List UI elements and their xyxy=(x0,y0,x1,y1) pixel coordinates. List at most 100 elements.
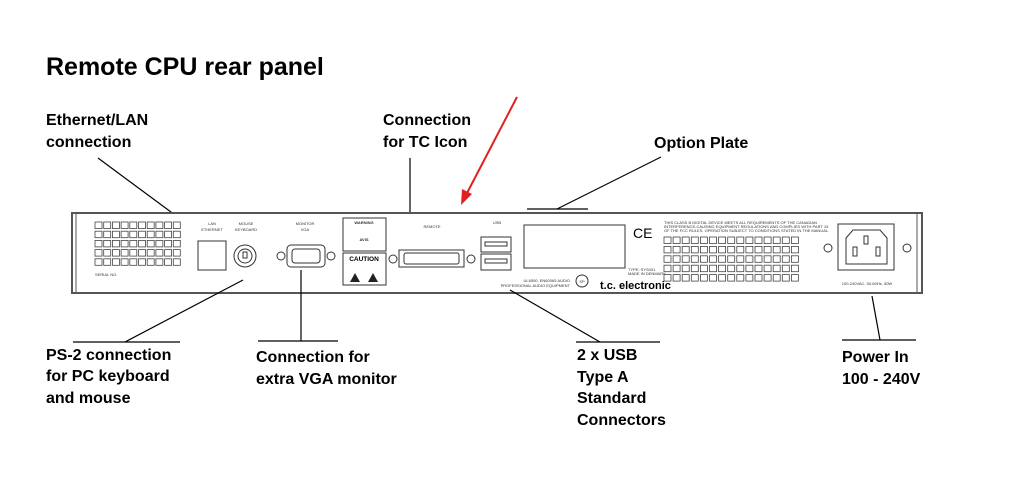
vent-slot xyxy=(681,255,690,263)
vent-grid-right xyxy=(663,236,799,282)
callout-text: Ethernet/LAN xyxy=(46,112,148,129)
vent-slot xyxy=(754,274,763,282)
vent-slot xyxy=(736,264,745,273)
vent-slot xyxy=(772,264,781,273)
vent-slot xyxy=(772,245,781,254)
page-title: Remote CPU rear panel xyxy=(46,53,324,81)
vent-slot xyxy=(103,258,112,266)
vent-slot xyxy=(690,264,699,273)
vent-slot xyxy=(772,274,781,282)
vent-slot xyxy=(120,249,129,257)
callout-text: 2 x USB xyxy=(577,347,637,364)
vent-slot xyxy=(663,264,672,273)
vent-slot xyxy=(690,245,699,254)
vent-slot xyxy=(763,245,772,254)
vent-slot xyxy=(172,258,181,266)
vent-slot xyxy=(94,239,103,248)
vent-slot xyxy=(164,249,173,257)
ul-text: PROFESSIONAL AUDIO EQUIPMENT xyxy=(501,283,571,288)
vent-slot xyxy=(103,239,112,248)
vent-slot xyxy=(718,236,726,244)
compliance-text: INTERFERENCE-CAUSING EQUIPMENT REGULATIO… xyxy=(664,224,829,229)
vent-slot xyxy=(129,258,138,266)
svg-text:WARNING: WARNING xyxy=(354,220,373,225)
callout-option-plate: Option Plate xyxy=(527,135,748,210)
vent-slot xyxy=(681,274,690,282)
vent-slot xyxy=(718,245,726,254)
leader-line xyxy=(124,279,244,343)
vent-slot xyxy=(745,245,754,254)
vent-slot xyxy=(103,221,112,229)
mouse-label: KEYBOARD xyxy=(235,227,257,232)
vent-slot xyxy=(120,239,129,248)
vent-slot xyxy=(172,249,181,257)
vent-slot xyxy=(681,264,690,273)
vent-slot xyxy=(172,221,181,229)
vent-slot xyxy=(155,258,164,266)
vent-slot xyxy=(164,230,173,239)
monitor-label: VGA xyxy=(301,227,310,232)
mouse-label: MOUSE xyxy=(239,221,254,226)
vent-slot xyxy=(663,255,672,263)
vent-slot xyxy=(763,264,772,273)
vent-slot xyxy=(138,239,146,248)
svg-text:CAUTION: CAUTION xyxy=(349,256,379,263)
vent-slot xyxy=(745,264,754,273)
callout-text: and mouse xyxy=(46,390,131,407)
vent-slot xyxy=(781,236,790,244)
vent-slot xyxy=(700,245,708,254)
vent-slot xyxy=(146,258,155,266)
vent-slot xyxy=(129,230,138,239)
ul-text: UL6500, EN60065 AUDIO xyxy=(524,278,570,283)
vga-port xyxy=(276,244,336,268)
rear-panel: SERIAL NO. LAN ETHERNET MOUSE KEYBOARD M… xyxy=(71,212,923,294)
callout-usb: 2 x USB Type A Standard Connectors xyxy=(509,289,666,429)
power-inlet xyxy=(823,223,912,271)
vent-slot xyxy=(690,274,699,282)
vent-slot xyxy=(709,236,717,244)
usb-ports xyxy=(480,236,512,271)
vent-slot xyxy=(94,230,103,239)
ethernet-port xyxy=(197,240,227,271)
vent-slot xyxy=(718,264,726,273)
vent-slot xyxy=(112,230,120,239)
vent-slot xyxy=(681,236,690,244)
callout-text: extra VGA monitor xyxy=(256,371,397,388)
vent-slot xyxy=(736,255,745,263)
callout-text: Standard xyxy=(577,390,646,407)
vent-slot xyxy=(791,245,799,254)
vent-slot xyxy=(120,230,129,239)
leader-line xyxy=(509,289,601,343)
vent-slot xyxy=(700,255,708,263)
vent-slot xyxy=(700,274,708,282)
vent-slot xyxy=(791,255,799,263)
option-plate xyxy=(523,224,626,269)
vent-slot xyxy=(138,249,146,257)
vent-slot xyxy=(763,274,772,282)
vent-slot xyxy=(772,255,781,263)
vent-slot xyxy=(736,236,745,244)
vent-slot xyxy=(745,236,754,244)
callout-text: for TC Icon xyxy=(383,134,467,151)
callout-text: PS-2 connection xyxy=(46,347,171,364)
vent-slot xyxy=(745,255,754,263)
leader-line xyxy=(556,156,662,210)
vent-slot xyxy=(709,245,717,254)
vent-slot xyxy=(663,274,672,282)
callout-text: Power In xyxy=(842,349,909,366)
vent-slot xyxy=(129,249,138,257)
ce-mark: CE xyxy=(633,225,652,241)
vent-slot xyxy=(146,239,155,248)
vent-slot xyxy=(727,264,736,273)
vent-slot xyxy=(138,258,146,266)
vent-slot xyxy=(103,230,112,239)
compliance-text: THIS CLASS B DIGITAL DEVICE MEETS ALL RE… xyxy=(664,220,817,225)
vent-slot xyxy=(727,274,736,282)
callout-text: Connection xyxy=(383,112,471,129)
vent-slot xyxy=(754,255,763,263)
vent-slot xyxy=(172,239,181,248)
vent-slot xyxy=(138,221,146,229)
vent-slot xyxy=(672,236,681,244)
vent-slot xyxy=(164,239,173,248)
vent-slot xyxy=(727,236,736,244)
